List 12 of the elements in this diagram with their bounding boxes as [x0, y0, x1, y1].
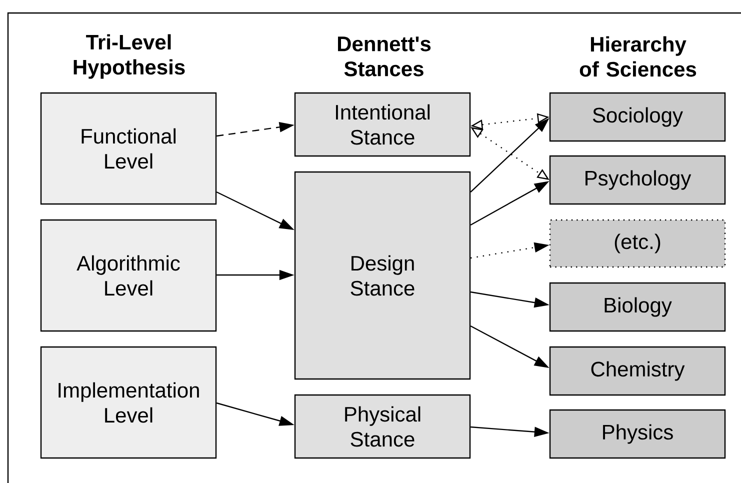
science-box: Physics — [549, 409, 726, 459]
stance-box: Design Stance — [294, 171, 471, 380]
science-box: Psychology — [549, 155, 726, 205]
level-box: Implementation Level — [40, 346, 217, 459]
level-box: Functional Level — [40, 92, 217, 205]
stance-box: Physical Stance — [294, 394, 471, 459]
science-box: Sociology — [549, 92, 726, 142]
level-box: Algorithmic Level — [40, 219, 217, 332]
science-box: Biology — [549, 282, 726, 332]
stance-box: Intentional Stance — [294, 92, 471, 157]
science-box: Chemistry — [549, 346, 726, 396]
science-box: (etc.) — [549, 219, 726, 268]
